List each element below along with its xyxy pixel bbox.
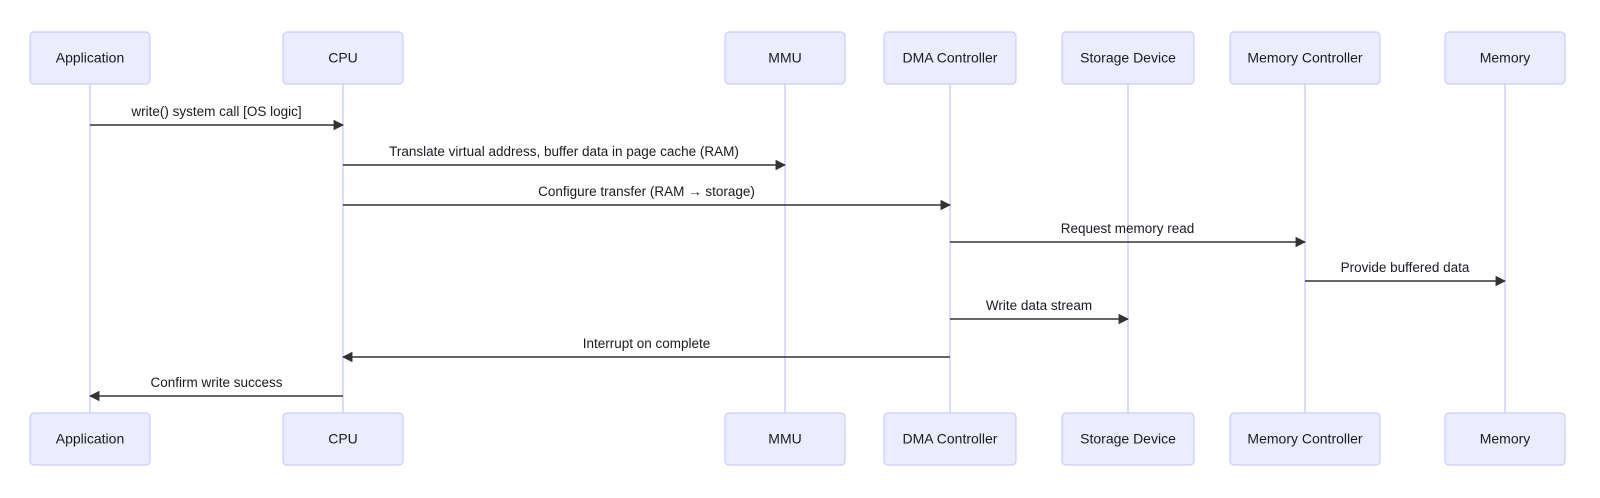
actor-box-application-top[interactable] xyxy=(29,31,151,85)
actor-label-application-top: Application xyxy=(56,50,125,66)
actor-label-application-bottom: Application xyxy=(56,431,125,447)
actor-box-application-bottom[interactable] xyxy=(29,412,151,466)
actor-box-memory-bottom[interactable] xyxy=(1444,412,1566,466)
actor-label-mmu-top: MMU xyxy=(768,50,801,66)
message-label-3: Configure transfer (RAM → storage) xyxy=(538,184,755,199)
actor-label-storage-device-bottom: Storage Device xyxy=(1080,431,1176,447)
message-label-1: write() system call [OS logic] xyxy=(130,104,301,119)
message-label-6: Write data stream xyxy=(986,298,1092,313)
message-label-5: Provide buffered data xyxy=(1341,260,1470,275)
actor-box-dma-controller-bottom[interactable] xyxy=(883,412,1017,466)
actor-label-memory-controller-top: Memory Controller xyxy=(1247,50,1362,66)
messages-group: write() system call [OS logic] Translate … xyxy=(88,104,1507,402)
actor-label-cpu-bottom: CPU xyxy=(328,431,358,447)
actor-box-memory-top[interactable] xyxy=(1444,31,1566,85)
actor-label-mmu-bottom: MMU xyxy=(768,431,801,447)
actor-label-storage-device-top: Storage Device xyxy=(1080,50,1176,66)
bottom-actors-group: Application CPU MMU DMA Controller Storage D… xyxy=(29,412,1566,466)
actor-label-memory-bottom: Memory xyxy=(1480,431,1531,447)
actor-box-memory-controller-top[interactable] xyxy=(1229,31,1381,85)
message-label-8: Confirm write success xyxy=(150,375,282,390)
actor-box-storage-device-bottom[interactable] xyxy=(1061,412,1195,466)
actor-label-dma-controller-top: DMA Controller xyxy=(903,50,998,66)
actor-box-memory-controller-bottom[interactable] xyxy=(1229,412,1381,466)
actor-label-dma-controller-bottom: DMA Controller xyxy=(903,431,998,447)
message-label-2: Translate virtual address, buffer data i… xyxy=(389,144,739,159)
lifelines-group xyxy=(89,84,1506,413)
message-label-4: Request memory read xyxy=(1061,221,1195,236)
actor-label-memory-controller-bottom: Memory Controller xyxy=(1247,431,1362,447)
actor-label-memory-top: Memory xyxy=(1480,50,1531,66)
message-label-7: Interrupt on complete xyxy=(583,336,711,351)
actor-label-cpu-top: CPU xyxy=(328,50,358,66)
top-actors-group: Application CPU MMU DMA Controller Storage D… xyxy=(29,31,1566,85)
actor-box-storage-device-top[interactable] xyxy=(1061,31,1195,85)
actor-box-mmu-bottom[interactable] xyxy=(724,412,846,466)
actor-box-cpu-top[interactable] xyxy=(282,31,404,85)
actor-box-mmu-top[interactable] xyxy=(724,31,846,85)
actor-box-cpu-bottom[interactable] xyxy=(282,412,404,466)
actor-box-dma-controller-top[interactable] xyxy=(883,31,1017,85)
